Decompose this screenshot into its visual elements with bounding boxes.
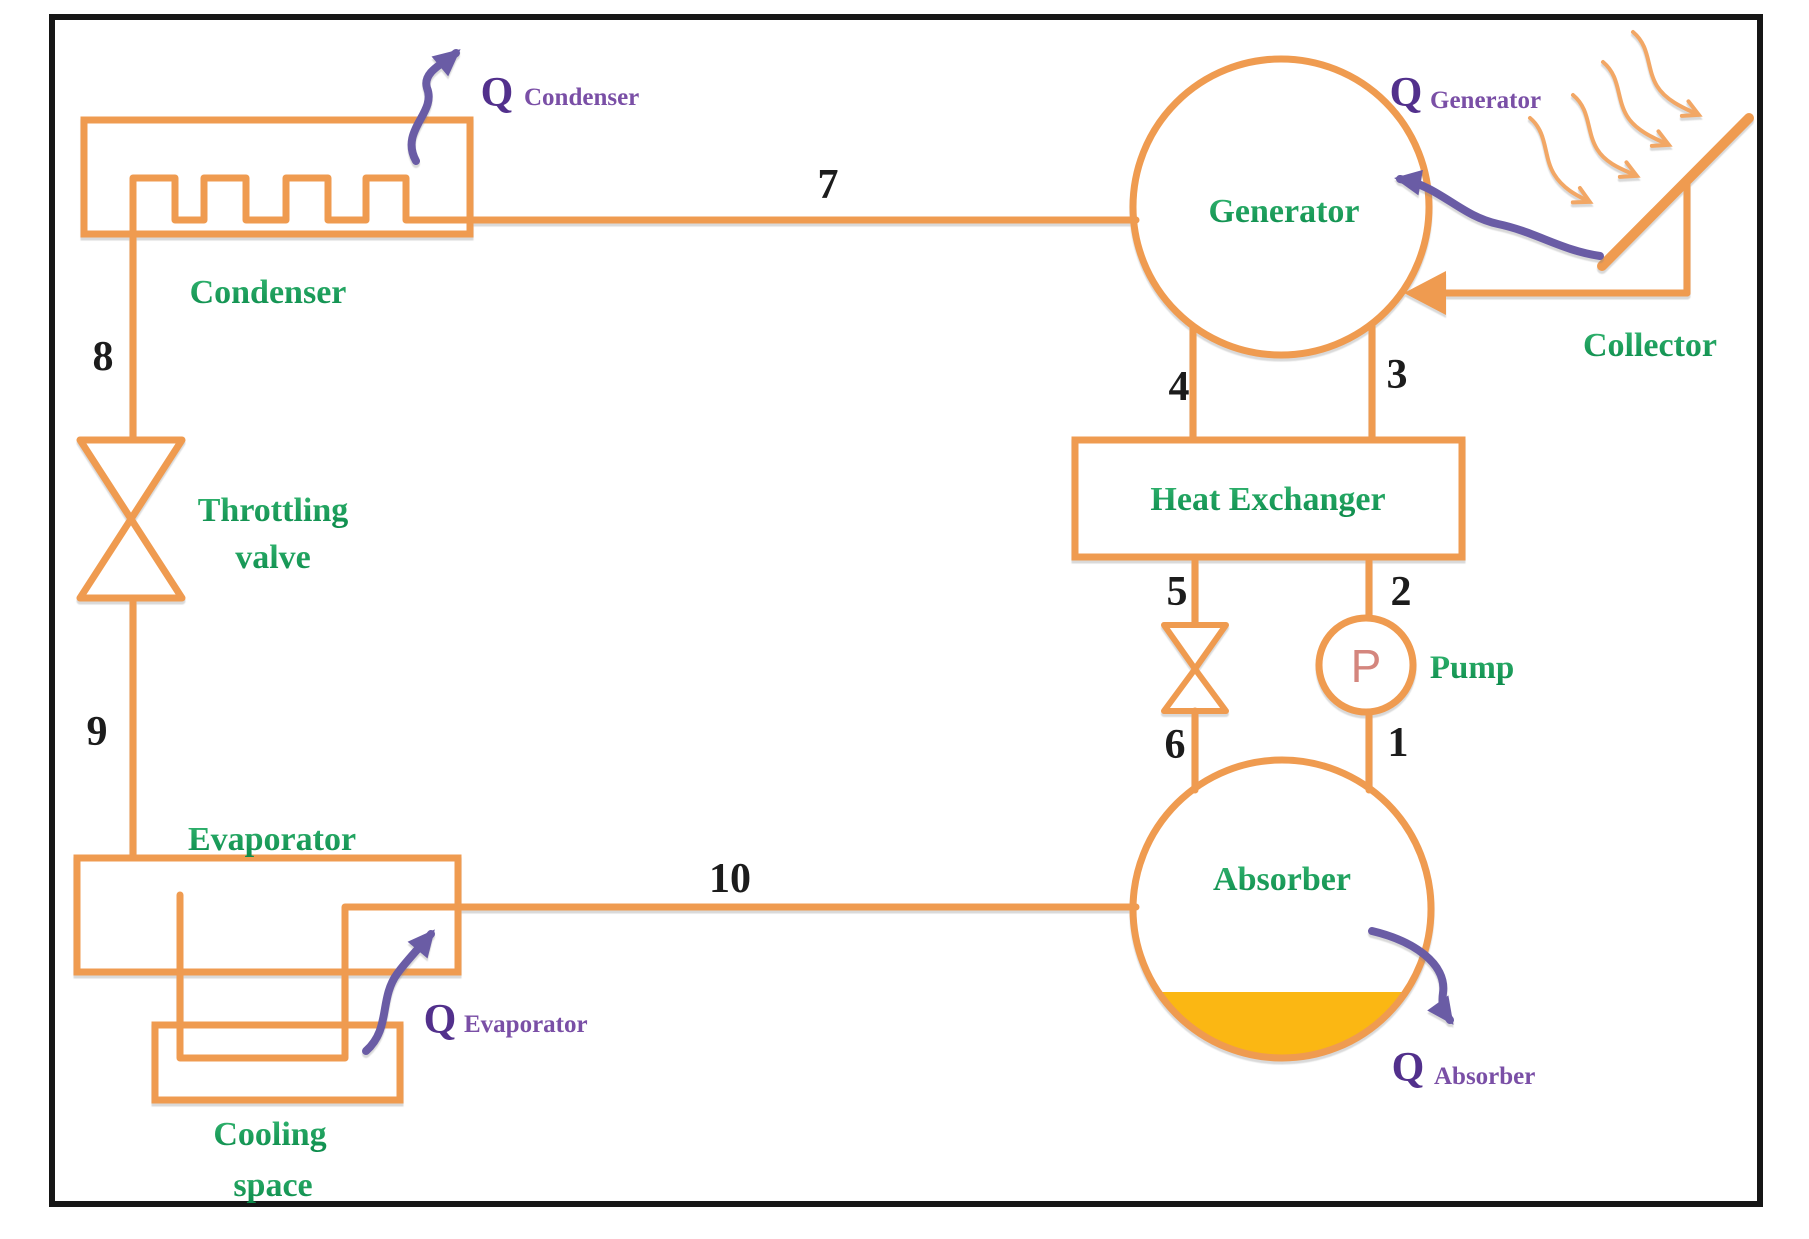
cooling-space-box [151,1021,404,1104]
cooling-space-label-line1: Cooling [213,1116,326,1153]
heat-out-condenser-arrow-icon [407,49,461,165]
heat-exchanger-label: Heat Exchanger [1150,481,1385,518]
throttling-valve-bottom [76,515,186,602]
q-generator-symbol: Q [1390,70,1423,116]
q-generator-subscript: Generator [1430,87,1541,114]
absorber-liquid [1158,992,1406,1059]
sun-ray-icon [1571,93,1641,179]
absorber-label: Absorber [1213,861,1351,898]
collector-feed-arrowhead-icon [1404,271,1446,315]
collector-panel [1597,113,1754,271]
cooling-space-label-line2: space [233,1167,312,1204]
q-absorber-symbol: Q [1392,1045,1425,1091]
state-point-4: 4 [1169,364,1190,410]
generator-vessel [1129,55,1433,359]
state-point-2: 2 [1391,569,1412,615]
q-absorber-subscript: Absorber [1434,1063,1535,1090]
pump-label: Pump [1430,650,1514,686]
state-point-5: 5 [1167,569,1188,615]
pump-symbol: P [1351,640,1382,692]
heat-in-evaporator-arrow-icon [362,929,435,1055]
sun-ray-icon [1601,60,1673,148]
q-evaporator-symbol: Q [424,997,457,1043]
condenser-label: Condenser [190,274,347,311]
evaporator-box [73,854,462,976]
state-point-1: 1 [1388,720,1409,766]
evaporator-u-tube-and-pipe-10 [176,891,1140,1062]
state-point-10: 10 [709,856,751,902]
diagram-border [49,14,1763,1207]
throttling-valve-top [76,436,186,523]
condenser-coil-and-pipe-7 [129,174,1140,444]
heat-out-absorber-arrow-icon [1368,927,1454,1025]
sun-ray-icon [1631,30,1703,118]
state-point-9: 9 [87,709,108,755]
evaporator-label: Evaporator [188,821,356,858]
q-condenser-symbol: Q [481,70,514,116]
state-point-8: 8 [93,334,114,380]
absorber-vessel [1133,760,1431,1058]
generator-label: Generator [1208,193,1359,230]
solution-valve-bottom [1161,666,1229,714]
state-point-3: 3 [1387,352,1408,398]
state-point-6: 6 [1165,722,1186,768]
q-condenser-subscript: Condenser [524,84,639,111]
heat-exchanger-box [1071,436,1466,561]
solution-valve-top [1161,622,1229,672]
q-evaporator-subscript: Evaporator [464,1011,588,1038]
heat-in-generator-arrow-icon [1394,169,1604,260]
collector-label: Collector [1583,327,1717,364]
throttling-valve-label-line1: Throttling [198,492,349,529]
throttling-valve-label-line2: valve [235,539,311,576]
sun-ray-icon [1528,116,1594,205]
state-point-7: 7 [818,162,839,208]
